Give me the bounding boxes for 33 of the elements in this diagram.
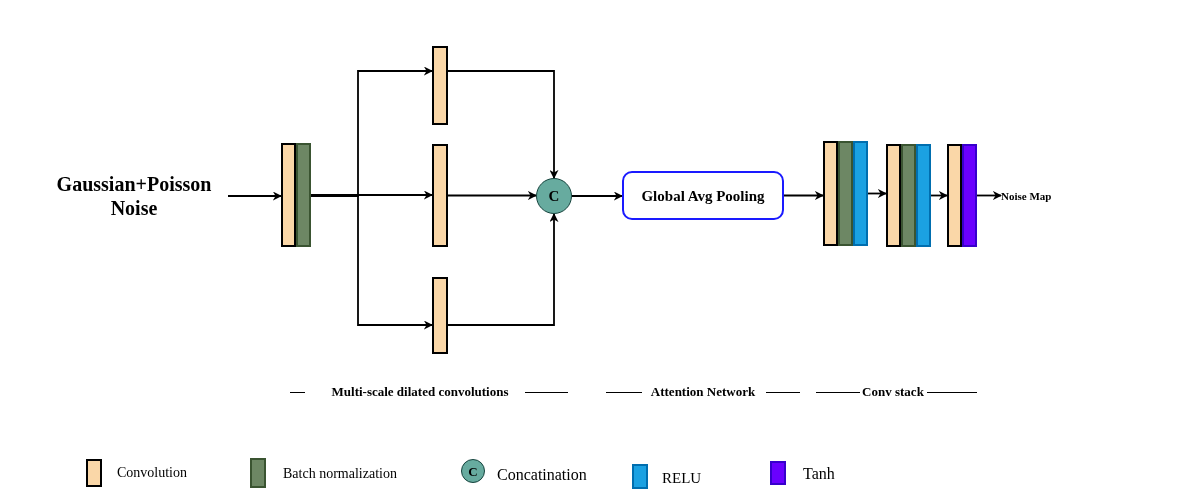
arrow xyxy=(783,191,824,200)
layer-stack-drawing xyxy=(281,143,311,247)
arrow xyxy=(447,70,559,179)
node-label: Gaussian+Poisson Noise xyxy=(55,172,213,220)
arrow xyxy=(571,191,623,201)
section-label: Multi-scale dilated convolutions xyxy=(331,384,509,400)
box-label: Global Avg Pooling xyxy=(641,186,765,205)
legend-label: Convolution xyxy=(117,465,187,481)
arrow xyxy=(310,195,433,330)
arrow xyxy=(930,191,948,200)
layer-stack-drawing xyxy=(947,144,977,247)
concat-letter: C xyxy=(548,187,560,205)
process-box xyxy=(622,171,784,220)
arrow xyxy=(227,191,282,201)
arrow xyxy=(976,191,1002,200)
layer-stack-drawing xyxy=(886,144,931,247)
layer-stack-drawing xyxy=(432,277,448,354)
legend-label: Batch normalization xyxy=(283,466,397,482)
legend-label: RELU xyxy=(662,470,702,487)
legend-label: Concatination xyxy=(497,466,587,484)
arrow xyxy=(447,213,559,326)
concat-circle xyxy=(536,178,572,214)
arrow xyxy=(310,190,433,200)
layer-stack-drawing xyxy=(432,144,448,247)
section-label: Conv stack xyxy=(862,384,924,400)
legend-label: Tanh xyxy=(803,465,835,483)
node-label: Noise Map xyxy=(1001,190,1052,204)
layer-stack-drawing xyxy=(823,141,868,246)
concat-letter: C xyxy=(468,464,478,478)
arrow xyxy=(867,189,887,198)
arrow xyxy=(447,191,537,200)
section-label: Attention Network xyxy=(650,384,756,400)
layer-stack-drawing xyxy=(432,46,448,125)
